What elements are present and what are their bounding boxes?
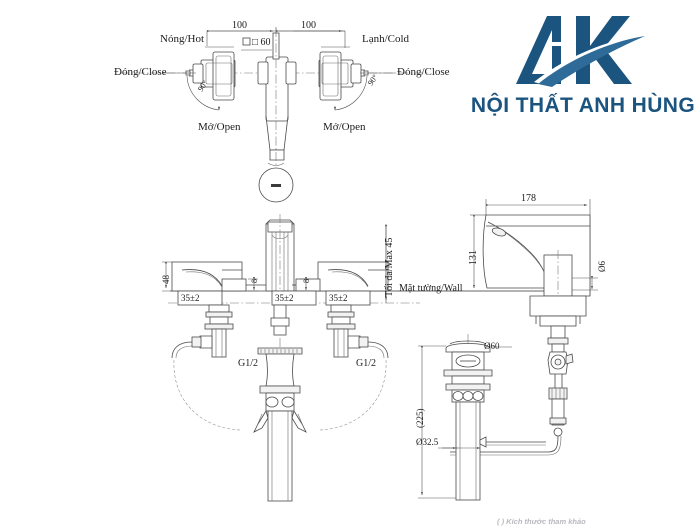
dim-mount-center: 35±2 <box>275 293 294 303</box>
side-view-group <box>450 199 598 456</box>
center-mixer-shank <box>253 304 307 502</box>
dim-total-length: (225) <box>415 408 425 429</box>
dim-hole: Ø6 <box>597 261 607 272</box>
label-close-left: Đóng/Close <box>114 66 167 78</box>
label-wall: Mặt tường/Wall <box>399 283 463 294</box>
label-close-right: Đóng/Close <box>397 66 450 78</box>
dim-flange-diameter: Ø60 <box>484 341 500 351</box>
front-elevation-group <box>162 214 560 502</box>
drain-view-group <box>418 334 546 501</box>
aa-monogram-icon <box>516 16 646 87</box>
dim-reach: 178 <box>521 193 536 204</box>
label-hot: Nóng/Hot <box>160 33 204 45</box>
brand-name: NỘI THẤT ANH HÙNG <box>470 94 696 117</box>
dim-max-thickness: Tối đa/Max 45 <box>384 237 395 297</box>
label-open-left: Mở/Open <box>198 121 241 133</box>
dim-height: 131 <box>468 250 479 265</box>
label-cold: Lạnh/Cold <box>362 33 410 45</box>
footnote-reference-dimensions: ( ) Kích thước tham khảo <box>497 517 586 526</box>
dim-mount-left: 35±2 <box>181 293 200 303</box>
dim-mount-right: 35±2 <box>329 293 348 303</box>
dim-deck-right: 8 <box>302 279 311 283</box>
sensor-cable-assembly <box>450 325 574 456</box>
brand-logo: NỘI THẤT ANH HÙNG <box>470 12 696 134</box>
dim-inlet-right: G1/2 <box>356 358 376 369</box>
dim-tail-diameter: Ø32.5 <box>416 437 439 447</box>
dim-deck-left: 8 <box>250 279 259 283</box>
label-open-right: Mở/Open <box>323 121 366 133</box>
dim-inlet-left: G1/2 <box>238 358 258 369</box>
dim-spacing-left: 100 <box>232 20 247 31</box>
dim-handle-height: 48 <box>161 275 171 284</box>
dim-spacing-right: 100 <box>301 20 316 31</box>
dim-square-spout: □ 60 <box>252 37 271 48</box>
top-view-group <box>120 27 430 203</box>
left-valve-assembly <box>171 304 241 431</box>
right-valve-assembly <box>319 304 389 431</box>
